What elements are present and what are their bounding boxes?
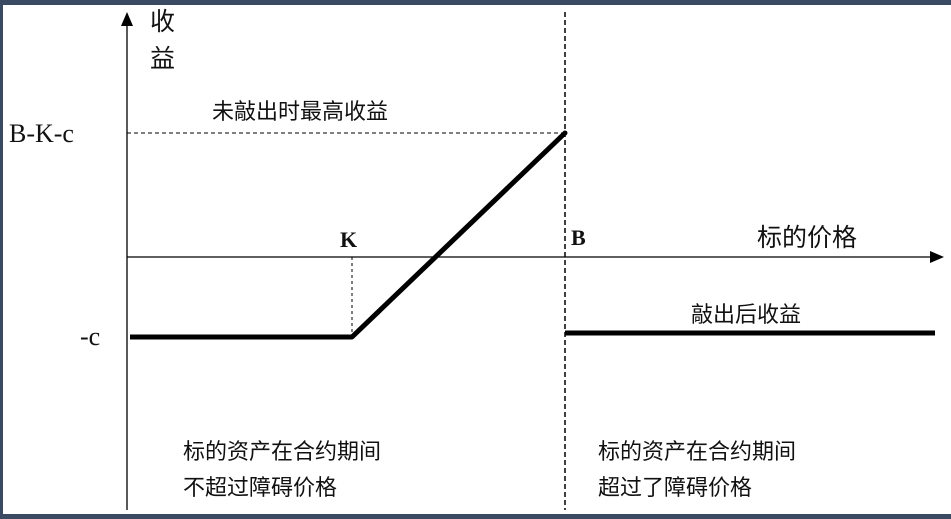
left-region-line1: 标的资产在合约期间 [183, 440, 381, 465]
y-tick-min-label: -c [80, 322, 100, 351]
y-tick-max-label: B-K-c [9, 119, 74, 148]
max-profit-label: 未敲出时最高收益 [212, 100, 388, 125]
y-axis-label-line1: 收 [150, 7, 175, 36]
left-region-line2: 不超过障碍价格 [183, 476, 337, 501]
right-region-line2: 超过了障碍价格 [598, 476, 752, 501]
y-axis-label-line2: 益 [150, 44, 175, 73]
x-tick-k-label: K [340, 227, 357, 252]
x-axis-arrow [930, 251, 944, 263]
y-axis-arrow [121, 12, 133, 26]
x-tick-b-label: B [571, 225, 586, 250]
knockout-profit-label: 敲出后收益 [691, 303, 801, 328]
right-region-line1: 标的资产在合约期间 [598, 440, 796, 465]
top-frame-bar [0, 0, 951, 5]
x-axis-label: 标的价格 [757, 223, 857, 252]
bottom-frame-bar [0, 514, 951, 519]
left-frame-bar [0, 0, 3, 519]
payoff-rising-segment [349, 130, 568, 340]
